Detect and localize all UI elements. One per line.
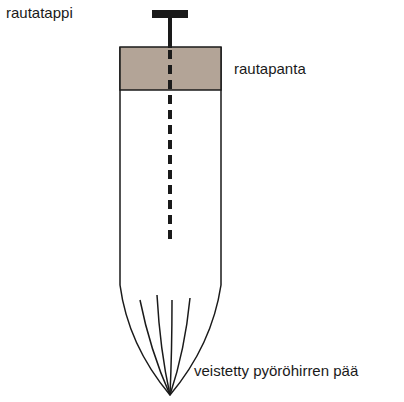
part-label: veistetty pyöröhirren pää (194, 362, 358, 380)
pin-hidden-part (168, 50, 172, 240)
carving-lines (140, 295, 190, 395)
part-label: rautapanta (234, 60, 306, 78)
log-outline (120, 47, 221, 395)
pin-stem (168, 17, 172, 48)
pin-head (152, 10, 188, 18)
part-label: rautatappi (6, 4, 73, 22)
